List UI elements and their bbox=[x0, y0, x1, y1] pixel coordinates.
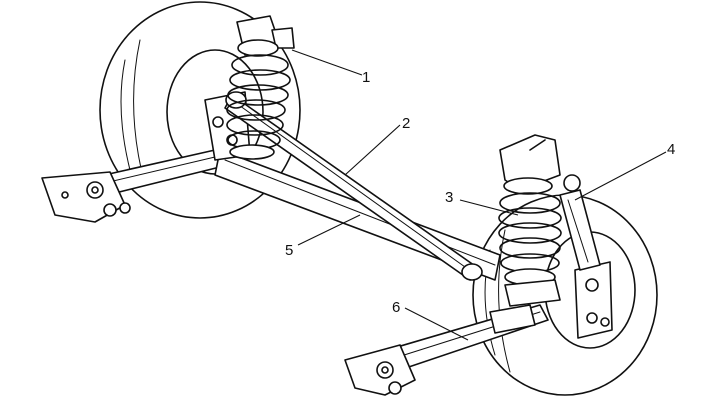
left-coil-spring bbox=[226, 15, 295, 160]
leader-line-6 bbox=[404, 307, 469, 341]
callout-4: 4 bbox=[667, 141, 675, 158]
callout-6: 6 bbox=[392, 299, 400, 316]
callout-5: 5 bbox=[285, 242, 293, 259]
callout-3: 3 bbox=[445, 189, 453, 206]
right-wheel bbox=[472, 194, 658, 396]
right-shock-absorber bbox=[559, 174, 601, 271]
callouts: 1 2 3 4 5 6 bbox=[285, 69, 675, 316]
right-trailing-arm bbox=[344, 304, 549, 396]
panhard-rod bbox=[224, 91, 483, 281]
callout-2: 2 bbox=[402, 115, 410, 132]
callout-1: 1 bbox=[362, 69, 370, 86]
leader-line-1 bbox=[291, 49, 363, 76]
right-coil-spring bbox=[498, 134, 562, 307]
left-trailing-arm bbox=[41, 149, 229, 223]
leader-line-4 bbox=[574, 151, 667, 201]
leader-line-2 bbox=[344, 124, 401, 176]
leader-lines bbox=[291, 49, 667, 341]
right-hub-carrier bbox=[574, 261, 613, 339]
leader-line-5 bbox=[297, 214, 361, 246]
leader-line-3 bbox=[459, 199, 519, 216]
